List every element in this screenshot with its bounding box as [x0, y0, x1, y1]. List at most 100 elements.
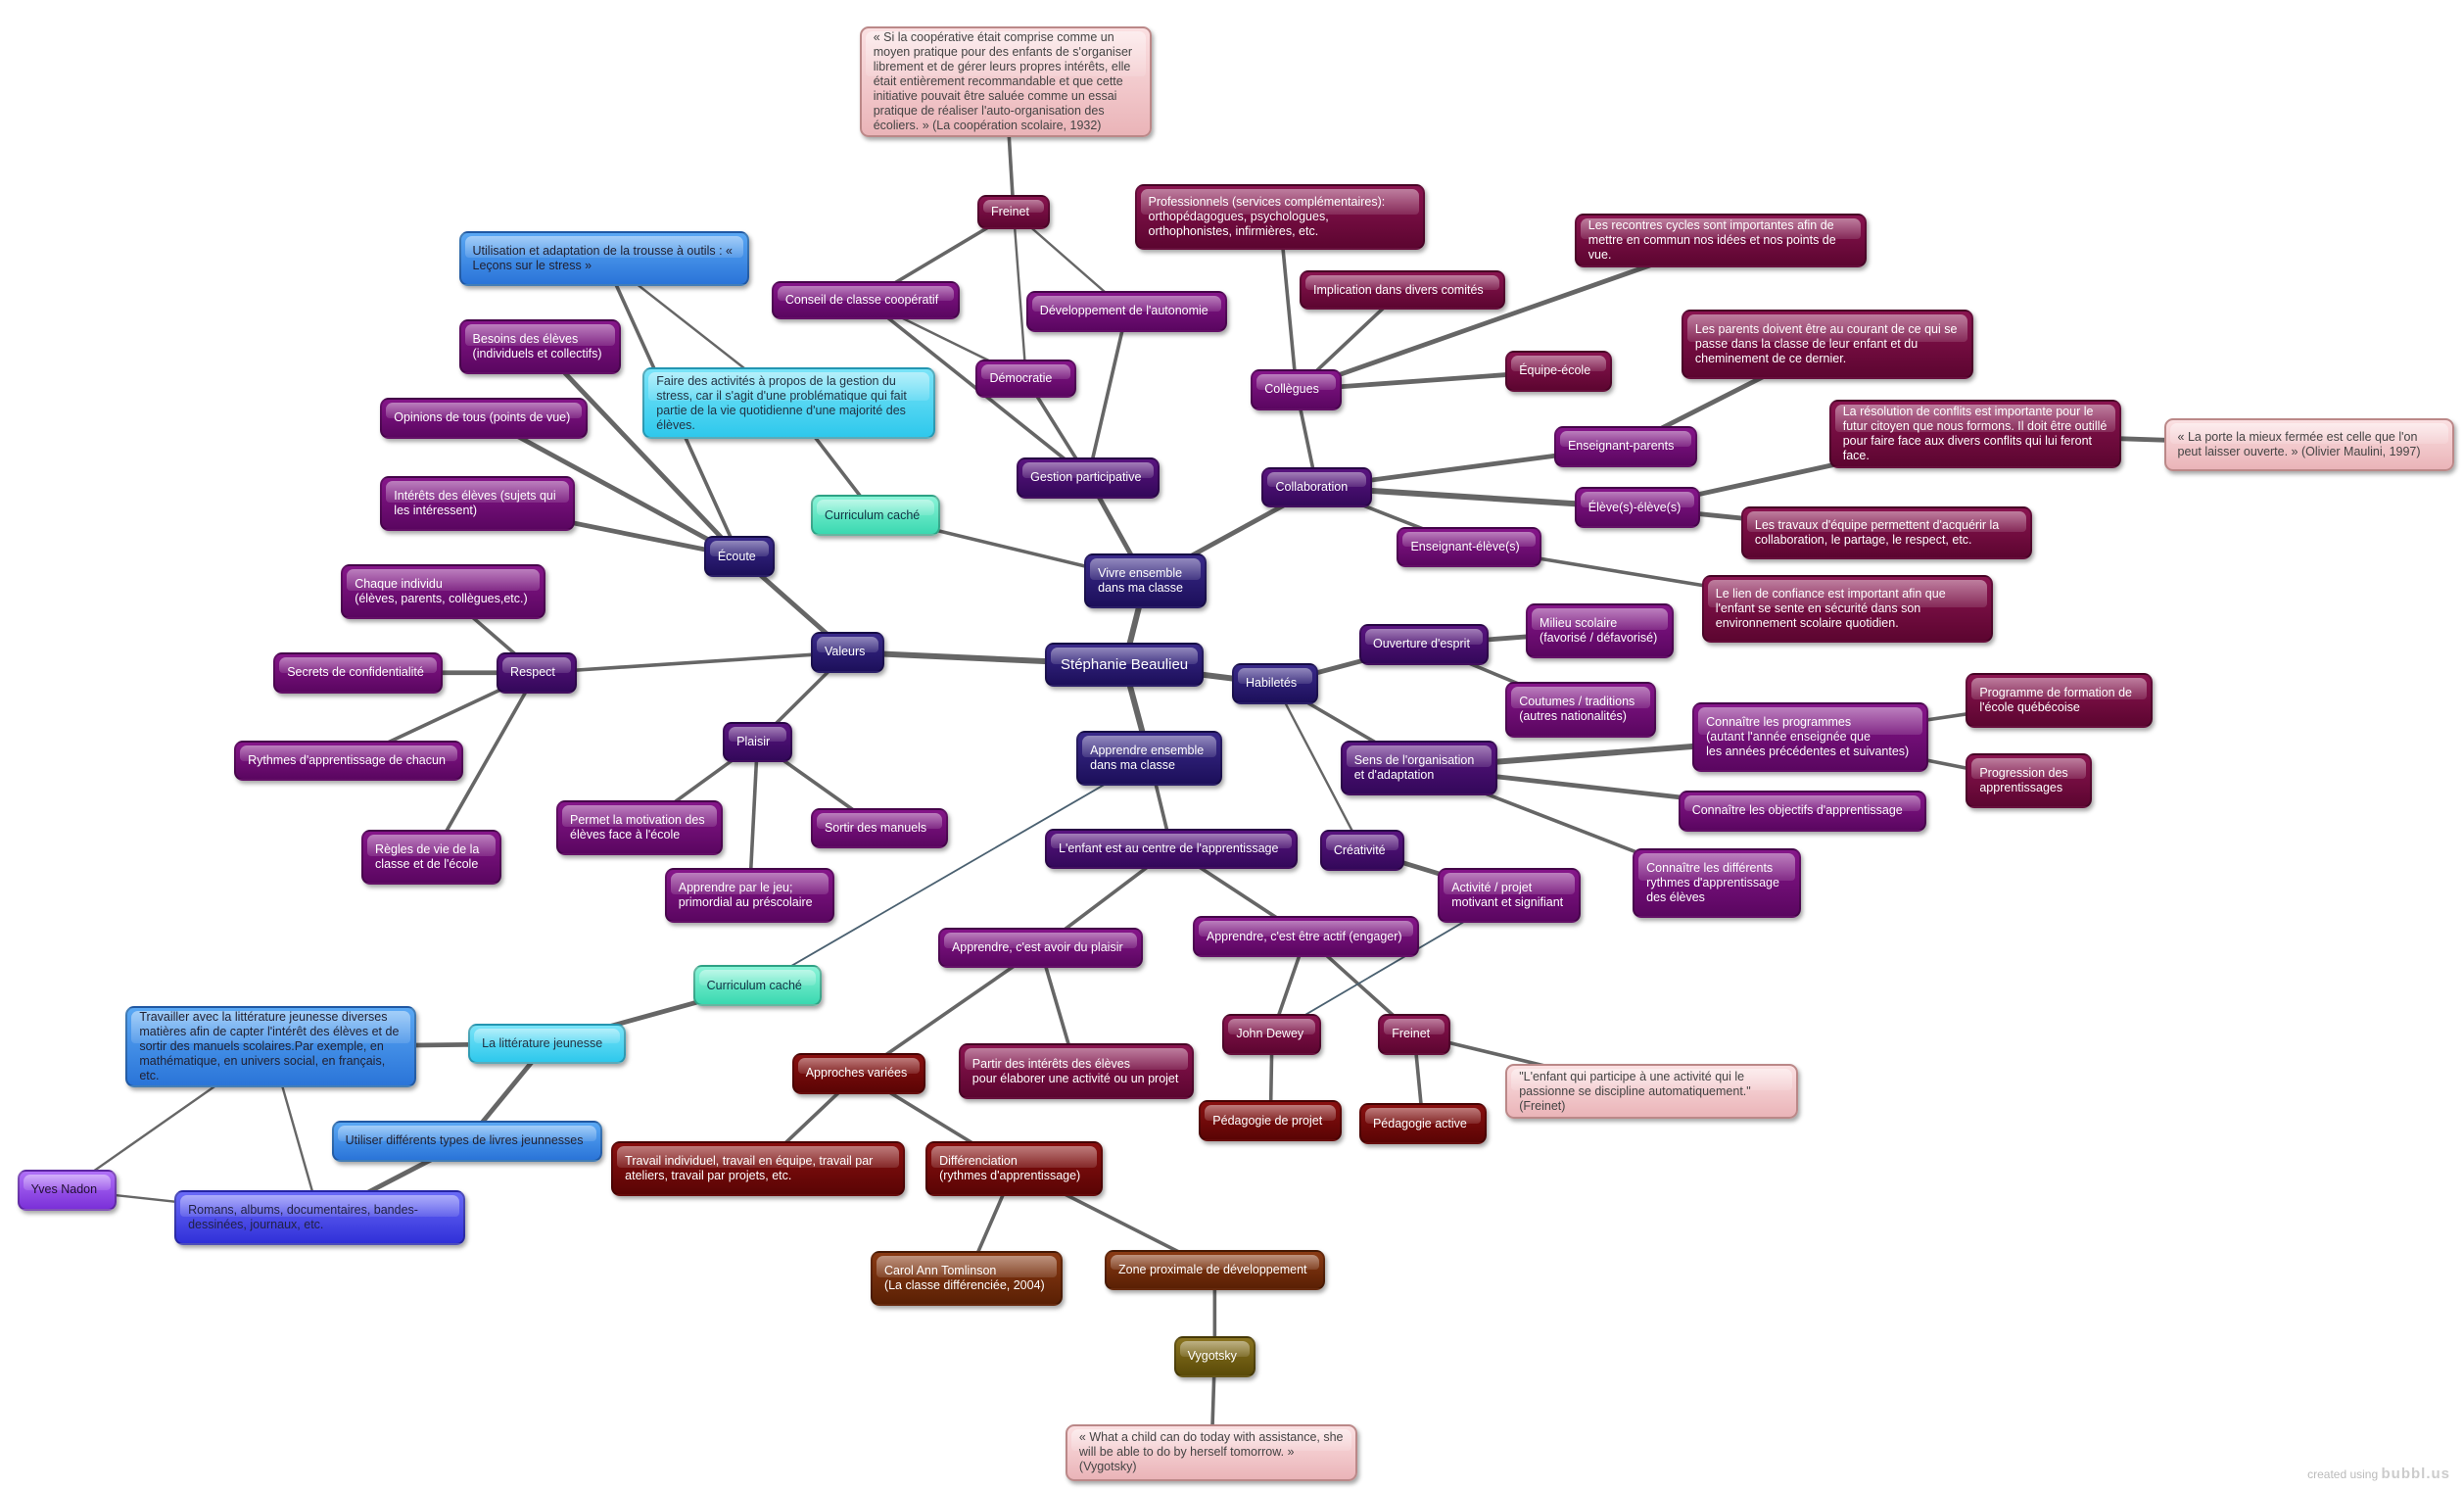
- node-objectifs[interactable]: Connaître les objectifs d'apprentissage: [1678, 791, 1927, 832]
- node-interets[interactable]: Intérêts des élèves (sujets qui les inté…: [380, 476, 576, 532]
- node-zone[interactable]: Zone proximale de développement: [1105, 1249, 1325, 1291]
- node-differenciation[interactable]: Différenciation (rythmes d'apprentissage…: [925, 1140, 1104, 1197]
- node-john-dewey[interactable]: John Dewey: [1222, 1013, 1322, 1055]
- node-progression[interactable]: Progression des apprentissages: [1966, 752, 2092, 808]
- node-approches[interactable]: Approches variées: [791, 1053, 926, 1094]
- node-enfant-centre[interactable]: L'enfant est au centre de l'apprentissag…: [1045, 828, 1299, 870]
- node-curriculum2[interactable]: Curriculum caché: [692, 965, 823, 1006]
- node-ens-parents[interactable]: Enseignant-parents: [1553, 425, 1697, 467]
- node-freinet2[interactable]: Freinet: [1378, 1013, 1451, 1055]
- node-coutumes[interactable]: Coutumes / traditions (autres nationalit…: [1505, 682, 1657, 738]
- node-ens-eleve[interactable]: Enseignant-élève(s): [1397, 526, 1542, 568]
- node-actif[interactable]: Apprendre, c'est être actif (engager): [1192, 916, 1419, 958]
- node-plaisir[interactable]: Plaisir: [723, 721, 792, 763]
- node-utilisation[interactable]: Utilisation et adaptation de la trousse …: [458, 230, 750, 287]
- node-partir[interactable]: Partir des intérêts des élèves pour élab…: [958, 1043, 1195, 1099]
- node-gestion[interactable]: Gestion participative: [1017, 457, 1161, 499]
- node-label: Plaisir: [736, 734, 771, 748]
- node-romans[interactable]: Romans, albums, documentaires, bandes-de…: [174, 1189, 465, 1245]
- node-label: John Dewey: [1236, 1027, 1304, 1041]
- node-resolution[interactable]: La résolution de conflits est importante…: [1828, 399, 2122, 469]
- node-creativite[interactable]: Créativité: [1319, 830, 1405, 871]
- node-programme[interactable]: Programme de formation de l'école québéc…: [1966, 672, 2154, 728]
- node-professionnels[interactable]: Professionnels (services complémentaires…: [1134, 183, 1426, 251]
- node-carol[interactable]: Carol Ann Tomlinson (La classe différenc…: [870, 1251, 1063, 1307]
- node-valeurs[interactable]: Valeurs: [810, 632, 885, 673]
- node-label: Gestion participative: [1030, 470, 1142, 485]
- node-conseil[interactable]: Conseil de classe coopératif: [771, 281, 961, 319]
- brand-logo: bubbl.us: [2381, 1466, 2450, 1482]
- node-apprendre-ens[interactable]: Apprendre ensemble dans ma classe: [1076, 731, 1223, 787]
- node-label: Zone proximale de développement: [1118, 1263, 1307, 1276]
- node-respect[interactable]: Respect: [497, 651, 577, 694]
- node-label: Chaque individu (élèves, parents, collèg…: [355, 577, 528, 606]
- node-label: Sortir des manuels: [824, 821, 927, 836]
- node-stephanie[interactable]: Stéphanie Beaulieu: [1045, 643, 1205, 688]
- node-ecoute[interactable]: Écoute: [703, 536, 776, 577]
- node-faire-activites[interactable]: Faire des activités à propos de la gesti…: [642, 367, 935, 439]
- node-freinet1[interactable]: Freinet: [977, 194, 1050, 230]
- node-rythmes-chacun[interactable]: Rythmes d'apprentissage de chacun: [234, 740, 464, 782]
- node-enfant-participe[interactable]: "L'enfant qui participe à une activité q…: [1505, 1064, 1798, 1120]
- node-vygotsky[interactable]: Vygotsky: [1173, 1335, 1256, 1377]
- node-ped-projet[interactable]: Pédagogie de projet: [1199, 1100, 1343, 1141]
- node-utiliser[interactable]: Utiliser différents types de livres jeun…: [331, 1121, 602, 1162]
- node-chaque[interactable]: Chaque individu (élèves, parents, collèg…: [341, 564, 545, 620]
- node-parents-doivent[interactable]: Les parents doivent être au courant de c…: [1681, 310, 1974, 379]
- node-travail-indiv[interactable]: Travail individuel, travail en équipe, t…: [611, 1140, 906, 1197]
- node-colleagues[interactable]: Collègues: [1251, 369, 1343, 410]
- node-vivre[interactable]: Vivre ensemble dans ma classe: [1084, 553, 1208, 608]
- node-label: « Si la coopérative était comprise comme…: [873, 29, 1133, 132]
- node-label: Partir des intérêts des élèves pour élab…: [971, 1056, 1179, 1085]
- node-label: Connaître les objectifs d'apprentissage: [1691, 803, 1903, 818]
- node-habiletes[interactable]: Habiletés: [1232, 663, 1319, 704]
- node-quote-vygotsky[interactable]: « What a child can do today with assista…: [1065, 1423, 1358, 1481]
- node-sortir[interactable]: Sortir des manuels: [810, 807, 948, 849]
- node-label: Ouverture d'esprit: [1372, 637, 1470, 651]
- node-label: Freinet: [991, 205, 1029, 219]
- node-label: Curriculum caché: [824, 507, 921, 522]
- node-permet[interactable]: Permet la motivation des élèves face à l…: [556, 799, 724, 855]
- node-eleves[interactable]: Élève(s)-élève(s): [1574, 487, 1701, 529]
- node-opinions[interactable]: Opinions de tous (points de vue): [380, 397, 589, 439]
- node-recontres[interactable]: Les recontres cycles sont importantes af…: [1574, 214, 1868, 267]
- node-yves[interactable]: Yves Nadon: [17, 1169, 117, 1211]
- node-besoins[interactable]: Besoins des élèves (individuels et colle…: [458, 318, 621, 374]
- node-activite[interactable]: Activité / projet motivant et signifiant: [1438, 867, 1582, 923]
- node-lien[interactable]: Le lien de confiance est important afin …: [1701, 575, 1993, 644]
- node-label: Besoins des élèves (individuels et colle…: [472, 331, 602, 360]
- node-travaux[interactable]: Les travaux d'équipe permettent d'acquér…: [1740, 505, 2032, 560]
- node-apprendre-jeu[interactable]: Apprendre par le jeu; primordial au prés…: [664, 867, 835, 923]
- node-curriculum1[interactable]: Curriculum caché: [810, 495, 940, 537]
- node-regles[interactable]: Règles de vie de la classe et de l'école: [361, 830, 501, 886]
- node-litterature[interactable]: La littérature jeunesse: [468, 1023, 626, 1065]
- node-milieu[interactable]: Milieu scolaire (favorisé / défavorisé): [1526, 603, 1674, 659]
- node-equipe[interactable]: Équipe-école: [1505, 350, 1613, 392]
- node-connaitre-prog[interactable]: Connaître les programmes (autant l'année…: [1692, 702, 1928, 772]
- node-label: Travailler avec la littérature jeunesse …: [139, 1010, 400, 1083]
- node-label: La résolution de conflits est importante…: [1842, 404, 2108, 462]
- node-label: Approches variées: [805, 1066, 908, 1081]
- node-label: Le lien de confiance est important afin …: [1715, 587, 1946, 631]
- node-label: Vygotsky: [1187, 1349, 1237, 1364]
- node-label: Démocratie: [989, 371, 1053, 386]
- node-label: Collaboration: [1275, 479, 1349, 494]
- node-label: Habiletés: [1246, 676, 1298, 691]
- node-dev-autonomie[interactable]: Développement de l'autonomie: [1025, 290, 1228, 332]
- node-travailler[interactable]: Travailler avec la littérature jeunesse …: [125, 1005, 417, 1088]
- node-label: Apprendre, c'est être actif (engager): [1206, 929, 1402, 943]
- connector-respect-regles: [429, 671, 539, 859]
- node-sens[interactable]: Sens de l'organisation et d'adaptation: [1340, 740, 1498, 795]
- node-plaisir-avoir[interactable]: Apprendre, c'est avoir du plaisir: [937, 927, 1143, 969]
- node-collaboration[interactable]: Collaboration: [1261, 466, 1372, 508]
- node-ped-active[interactable]: Pédagogie active: [1358, 1103, 1487, 1145]
- node-rythmes-diff[interactable]: Connaître les différents rythmes d'appre…: [1633, 848, 1801, 919]
- node-secrets[interactable]: Secrets de confidentialité: [273, 651, 444, 694]
- node-implication[interactable]: Implication dans divers comités: [1299, 269, 1506, 311]
- node-democratie[interactable]: Démocratie: [975, 360, 1077, 398]
- node-porte[interactable]: « La porte la mieux fermée est celle que…: [2163, 417, 2455, 472]
- node-quote-freinet[interactable]: « Si la coopérative était comprise comme…: [859, 26, 1153, 137]
- node-ouverture[interactable]: Ouverture d'esprit: [1358, 624, 1489, 665]
- node-label: Respect: [510, 665, 555, 680]
- connector-apprendre_ens-curriculum2: [756, 757, 1151, 986]
